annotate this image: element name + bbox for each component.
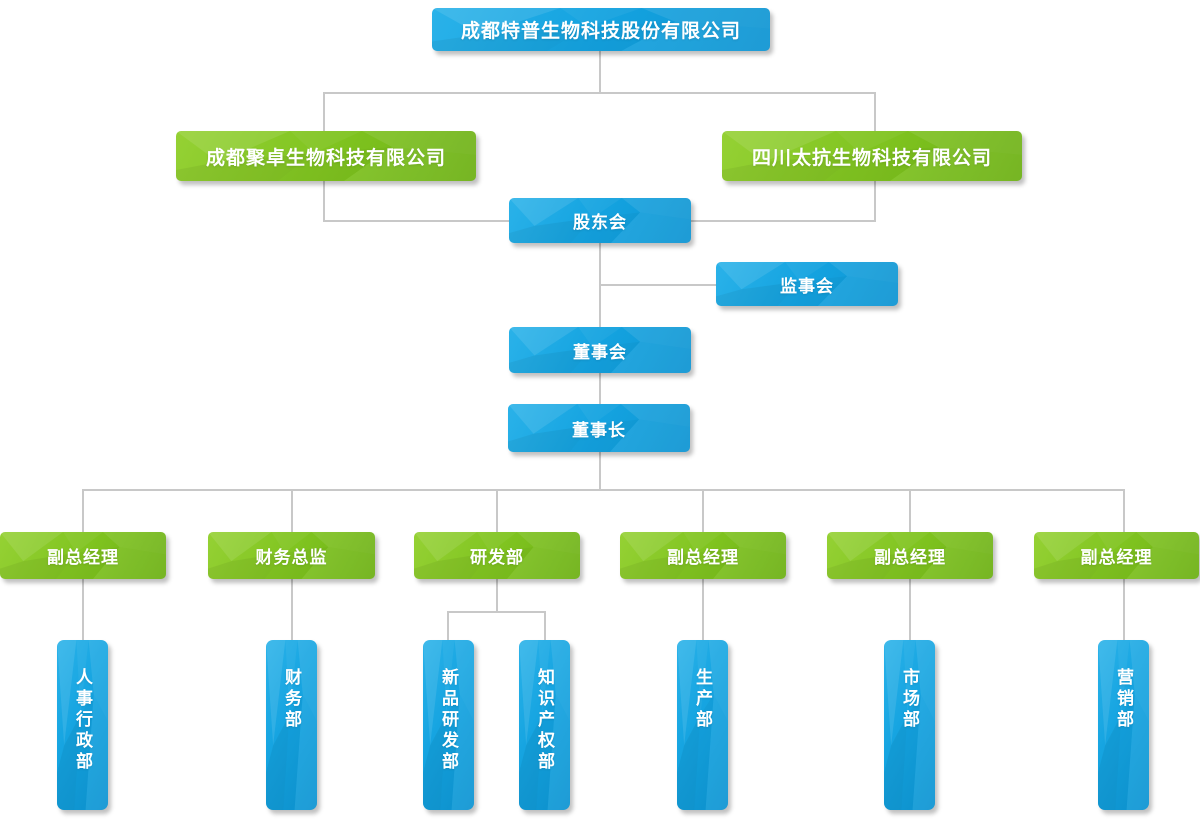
connector-line: [874, 181, 876, 221]
org-node-supervisory-board: 监事会: [716, 262, 898, 306]
org-node-label-market-dept: 市场部: [900, 668, 919, 731]
connector-line: [702, 579, 704, 640]
connector-line: [909, 579, 911, 640]
org-node-vp-3: 副总经理: [827, 532, 993, 579]
org-node-subsidiary-taikang: 四川太抗生物科技有限公司: [722, 131, 1022, 181]
org-node-vp-1: 副总经理: [0, 532, 166, 579]
connector-line: [691, 220, 876, 222]
org-node-ip-dept: 知识产权部: [519, 640, 570, 810]
connector-line: [909, 489, 911, 532]
org-node-vp-4: 副总经理: [1034, 532, 1199, 579]
connector-line: [323, 220, 509, 222]
org-node-board-of-directors: 董事会: [509, 327, 691, 373]
connector-line: [323, 181, 325, 221]
connector-line: [874, 92, 876, 131]
org-node-vp-2: 副总经理: [620, 532, 786, 579]
org-node-production-dept: 生产部: [677, 640, 728, 810]
connector-line: [496, 579, 498, 611]
connector-line: [496, 489, 498, 532]
connector-line: [544, 611, 546, 640]
org-node-label-board-of-directors: 董事会: [573, 342, 627, 362]
connector-line: [599, 452, 601, 489]
connector-line: [291, 489, 293, 532]
org-node-parent-company: 成都特普生物科技股份有限公司: [432, 8, 770, 51]
org-node-label-vp-3: 副总经理: [874, 548, 946, 567]
org-node-hr-admin-dept: 人事行政部: [57, 640, 108, 810]
org-node-chairman: 董事长: [508, 404, 690, 452]
org-node-label-parent-company: 成都特普生物科技股份有限公司: [460, 21, 741, 42]
org-node-label-subsidiary-taikang: 四川太抗生物科技有限公司: [751, 147, 992, 169]
connector-line: [82, 489, 84, 532]
connector-line: [291, 579, 293, 640]
org-node-label-subsidiary-juzhuo: 成都聚卓生物科技有限公司: [205, 147, 446, 169]
org-node-label-finance-director: 财务总监: [255, 548, 328, 567]
org-node-label-vp-1: 副总经理: [47, 548, 119, 567]
org-node-subsidiary-juzhuo: 成都聚卓生物科技有限公司: [176, 131, 476, 181]
org-node-label-supervisory-board: 监事会: [780, 276, 834, 296]
connector-line: [1123, 489, 1125, 532]
connector-line: [447, 611, 546, 613]
org-node-label-vp-2: 副总经理: [667, 548, 739, 567]
connector-line: [447, 611, 449, 640]
connector-line: [82, 579, 84, 640]
connector-line: [702, 489, 704, 532]
org-node-label-rd-dept: 研发部: [470, 548, 524, 567]
org-node-label-finance-dept: 财务部: [282, 668, 301, 731]
org-node-finance-director: 财务总监: [208, 532, 375, 579]
connector-line: [1123, 579, 1125, 640]
org-node-label-hr-admin-dept: 人事行政部: [73, 668, 92, 773]
org-node-label-marketing-dept: 营销部: [1114, 668, 1133, 731]
org-node-rd-dept: 研发部: [414, 532, 580, 579]
org-node-label-vp-4: 副总经理: [1080, 548, 1153, 567]
org-node-label-new-product-rd-dept: 新品研发部: [439, 668, 458, 773]
org-node-new-product-rd-dept: 新品研发部: [423, 640, 474, 810]
org-node-market-dept: 市场部: [884, 640, 935, 810]
connector-line: [599, 51, 601, 92]
connector-line: [323, 92, 325, 131]
connector-line: [599, 373, 601, 404]
org-node-label-production-dept: 生产部: [693, 668, 712, 731]
connector-line: [82, 489, 1125, 491]
connector-line: [323, 92, 876, 94]
org-node-label-shareholders-meeting: 股东会: [573, 213, 627, 232]
org-node-finance-dept: 财务部: [266, 640, 317, 810]
org-node-label-ip-dept: 知识产权部: [535, 668, 554, 773]
org-node-marketing-dept: 营销部: [1098, 640, 1149, 810]
org-node-label-chairman: 董事长: [572, 420, 626, 440]
connector-line: [600, 284, 716, 286]
org-node-shareholders-meeting: 股东会: [509, 198, 691, 243]
